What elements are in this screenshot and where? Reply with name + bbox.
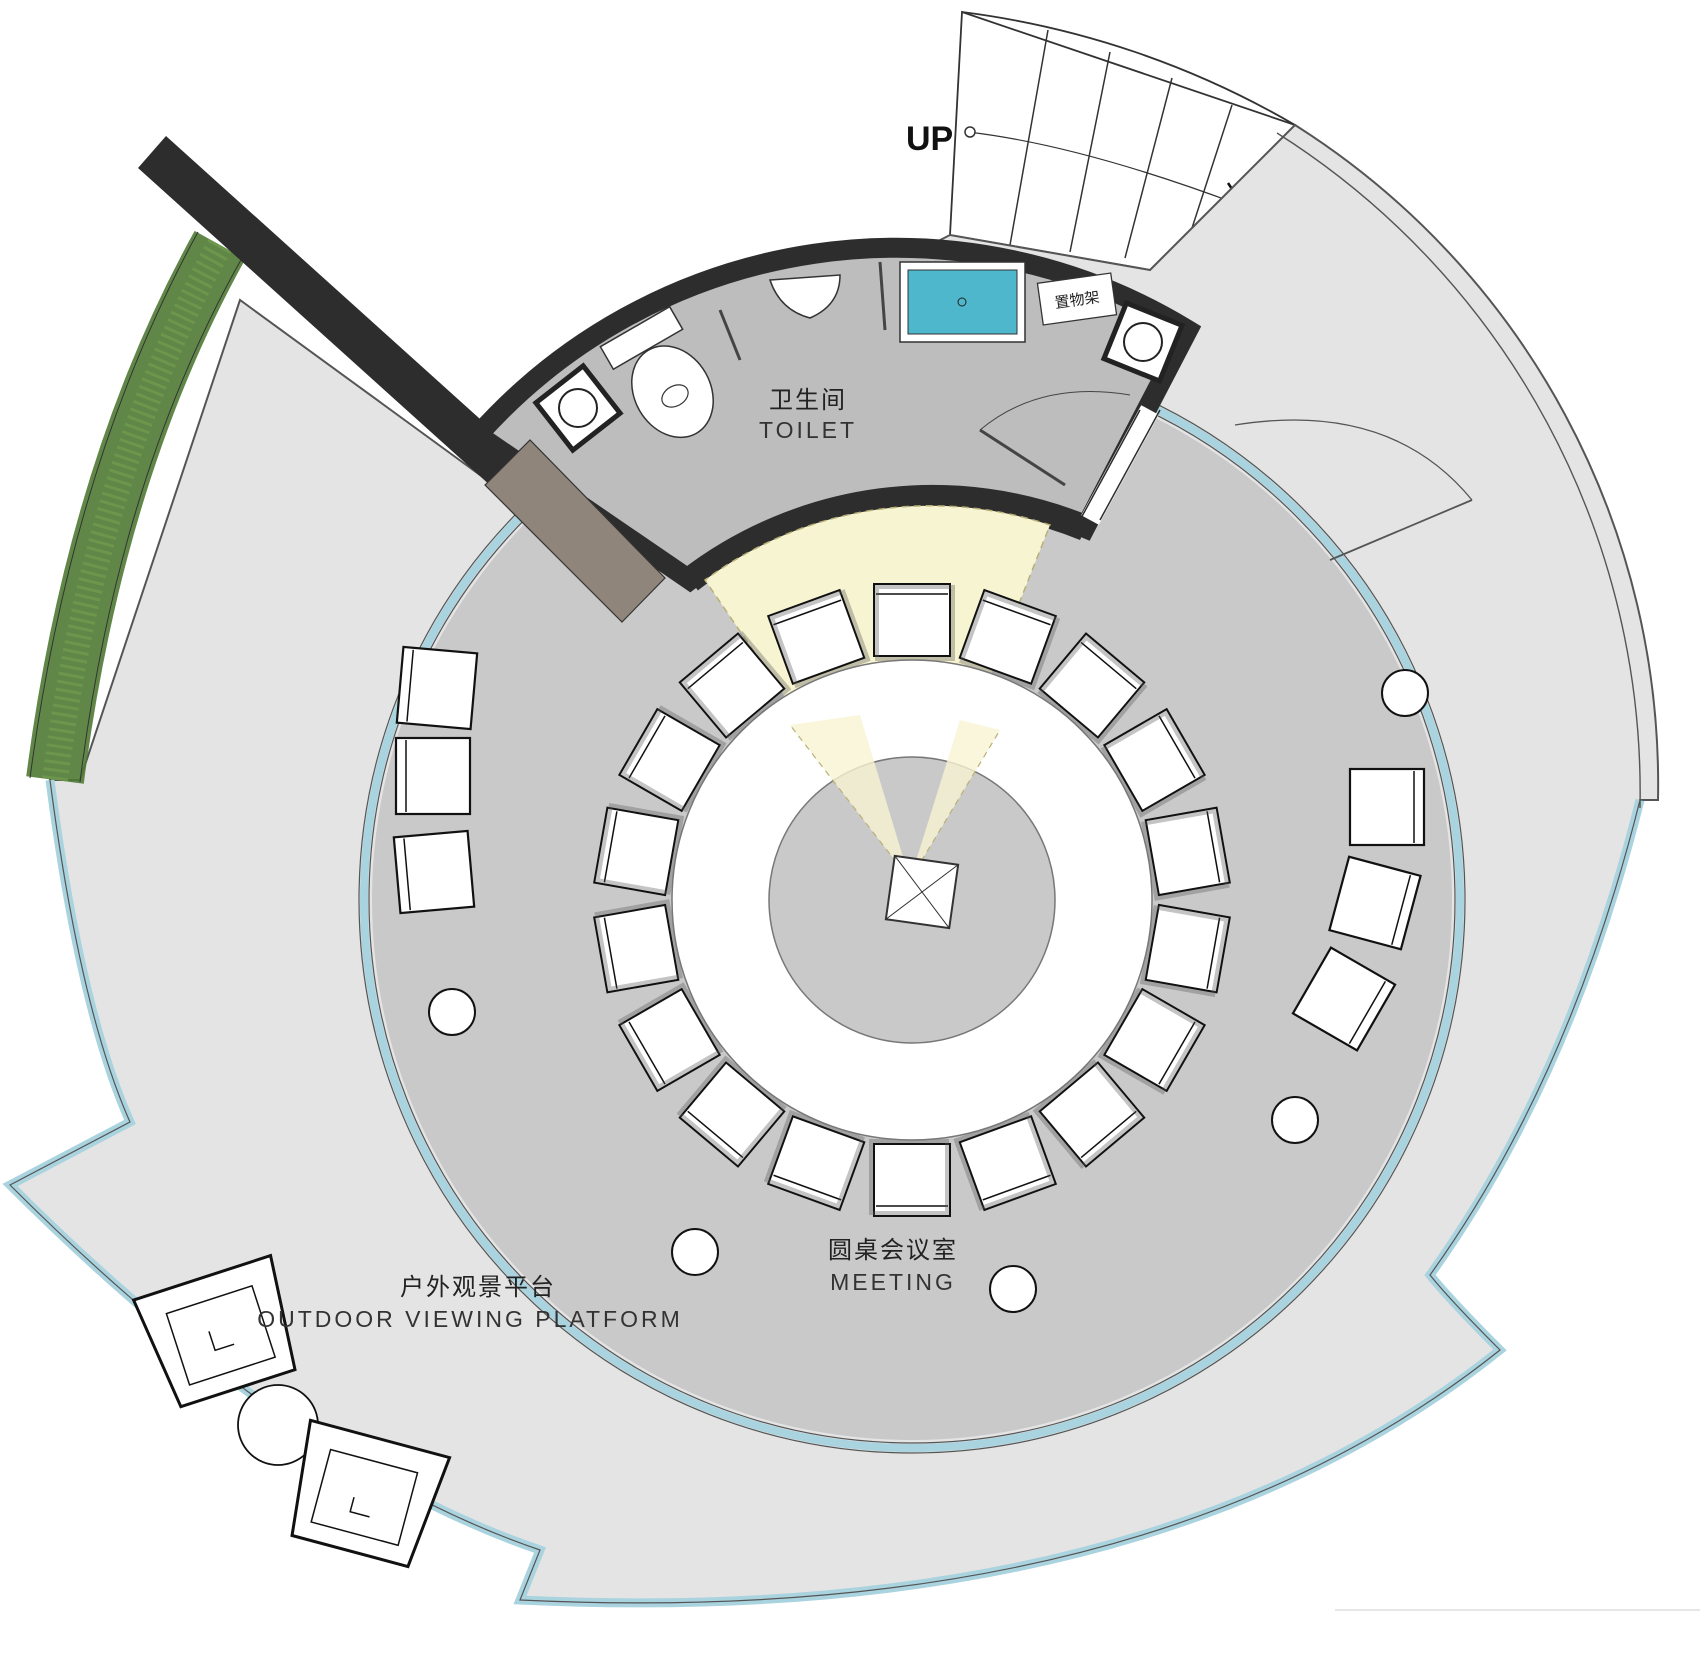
wall-seat — [395, 645, 479, 731]
table-chair — [1140, 806, 1231, 901]
table-chair — [873, 583, 955, 661]
shelf-label: 置物架 — [1054, 289, 1101, 312]
table-chair — [958, 588, 1061, 691]
meeting-label-cn: 圆桌会议室 — [828, 1237, 958, 1264]
table-chair — [1139, 903, 1231, 998]
table-chair — [593, 899, 684, 994]
column — [1271, 1096, 1319, 1144]
sink-fixture — [768, 274, 841, 319]
column — [671, 1228, 719, 1276]
platform-label-cn: 户外观景平台 — [400, 1274, 556, 1301]
column — [1381, 669, 1429, 717]
wall-seat — [1291, 946, 1397, 1052]
structural-beam — [138, 136, 520, 487]
table-chair — [763, 1109, 866, 1212]
table-chair — [1100, 707, 1207, 818]
toilet-room: 置物架 — [462, 237, 1202, 593]
table-chair — [766, 588, 871, 689]
lounge-chair — [290, 1418, 452, 1569]
table-chair — [676, 1055, 787, 1168]
platform-label-en: OUTDOOR VIEWING PLATFORM — [257, 1306, 683, 1332]
table-chair — [1097, 987, 1207, 1095]
cabinet — [484, 439, 666, 623]
toilet-fixture — [599, 305, 714, 439]
table-chair — [593, 802, 685, 897]
wall-seat — [1328, 855, 1422, 951]
toilet-label-cn: 卫生间 — [769, 387, 847, 414]
table-chair — [1032, 1059, 1146, 1169]
lounge-set — [131, 1253, 452, 1569]
table-chair — [617, 705, 727, 813]
meeting-label-en: MEETING — [830, 1269, 956, 1295]
projector — [884, 854, 960, 930]
lounge-chair — [131, 1253, 297, 1409]
exterior-door — [1234, 419, 1473, 561]
table-chair — [953, 1111, 1058, 1212]
toilet-label-en: TOILET — [759, 417, 857, 443]
table-chairs — [593, 583, 1231, 1217]
table-chair — [1037, 632, 1148, 745]
table-chair — [678, 631, 792, 741]
stair-up-label: UP — [906, 120, 953, 158]
planter-hedge — [26, 230, 246, 784]
column — [989, 1265, 1037, 1313]
table-chair — [869, 1139, 951, 1217]
wall-seat — [392, 829, 476, 915]
wall-seat — [394, 736, 472, 816]
wall-seat — [1348, 767, 1426, 847]
columns — [428, 669, 1429, 1313]
table-chair — [617, 982, 724, 1093]
staircase — [949, 10, 1297, 271]
wall-seats — [392, 645, 1426, 1052]
storage-shelf — [1036, 272, 1118, 326]
column — [428, 988, 476, 1036]
